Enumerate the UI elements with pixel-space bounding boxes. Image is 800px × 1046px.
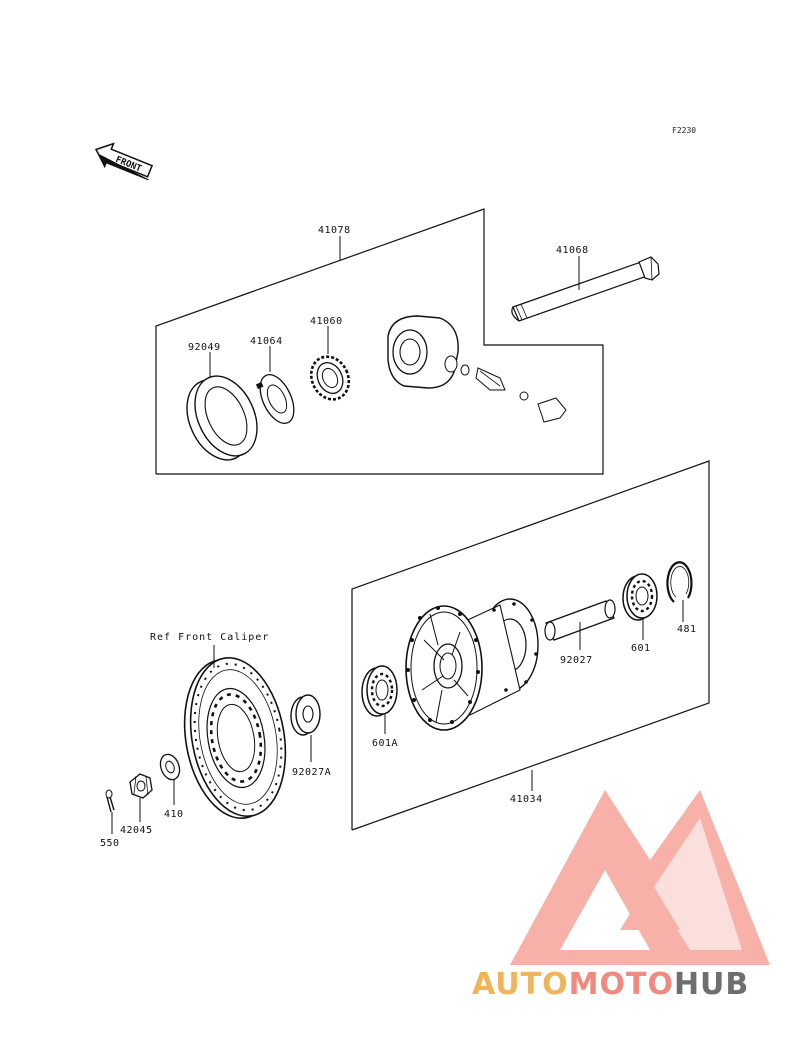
- part-label-410: 410: [164, 809, 184, 820]
- gearbox-housing: [387, 315, 567, 423]
- part-label-41078: 41078: [318, 225, 351, 236]
- gear-41060: [309, 355, 351, 401]
- part-label-42045: 42045: [120, 825, 153, 836]
- assembly-outline-41078: [155, 208, 604, 475]
- bearing-601a: [361, 665, 398, 717]
- part-label-41034: 41034: [510, 794, 543, 805]
- part-label-550: 550: [100, 838, 120, 849]
- part-label-41060: 41060: [310, 316, 343, 327]
- part-label-92027: 92027: [560, 655, 593, 666]
- circlip-481: [666, 561, 693, 603]
- part-label-481: 481: [677, 624, 697, 635]
- nut-42045: [129, 773, 153, 799]
- logo-wordmark: AUTOMOTOHUB: [472, 967, 749, 1002]
- axle-41068: [511, 256, 660, 322]
- part-label-41068: 41068: [556, 245, 589, 256]
- part-label-41064: 41064: [250, 336, 283, 347]
- part-label-92049: 92049: [188, 342, 221, 353]
- brake-disc: [183, 657, 287, 819]
- cotter-pin-550: [105, 789, 115, 813]
- bearing-601: [622, 573, 658, 621]
- plate-41064: [255, 374, 295, 424]
- automotohub-logo: [510, 790, 770, 965]
- washer-410: [159, 753, 181, 781]
- collar-92027a: [290, 694, 321, 736]
- reference-note: Ref Front Caliper: [150, 632, 269, 643]
- spacer-92027: [544, 599, 616, 641]
- seal-92049: [186, 375, 258, 461]
- assembly-outline-41034: [351, 460, 710, 831]
- diagram-code: F2230: [672, 126, 696, 135]
- logo-part-auto: AUTO: [472, 967, 569, 1002]
- part-label-601a: 601A: [372, 738, 398, 749]
- logo-part-moto: MOTO: [569, 967, 674, 1002]
- logo-part-hub: HUB: [674, 967, 749, 1002]
- wheel-hub: [405, 598, 539, 731]
- front-arrow-icon: FRONT: [94, 142, 154, 181]
- part-label-92027a: 92027A: [292, 767, 331, 778]
- part-label-601: 601: [631, 643, 651, 654]
